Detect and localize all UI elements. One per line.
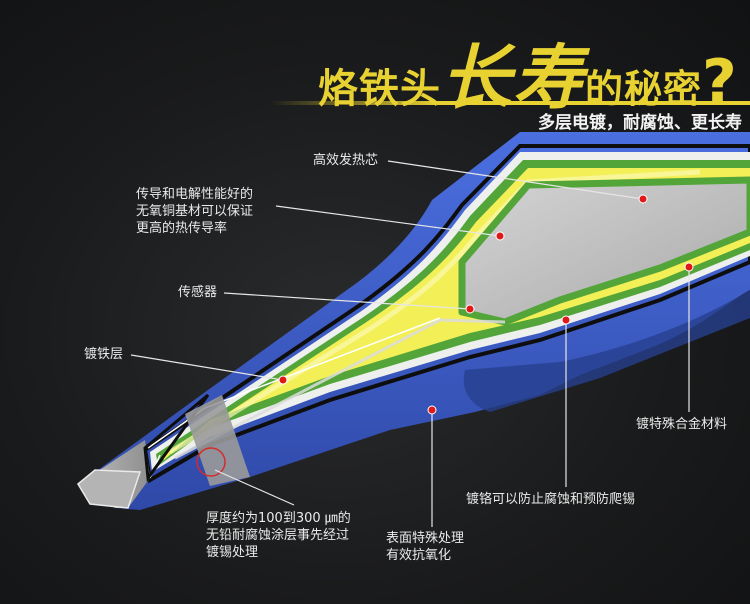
pointer-dot-surface-treatment [427, 405, 437, 415]
sensor-tube [174, 318, 506, 460]
pointer-dot-copper-base [495, 231, 505, 241]
black-outline-layer [142, 144, 750, 484]
page-title: 烙铁头长寿的秘密? [318, 22, 737, 123]
pointer-dot-iron-layer [278, 375, 288, 385]
pointer-dot-heating-core [638, 194, 648, 204]
label-surface-treatment: 表面特殊处理 有效抗氧化 [386, 531, 465, 563]
title-question-mark: ? [702, 47, 737, 117]
title-part-2: 长寿 [441, 37, 585, 119]
label-heating-core: 高效发热芯 [313, 153, 379, 168]
thickness-highlight-circle [196, 447, 226, 477]
leader-thickness [214, 469, 295, 506]
leader-copper-base [275, 205, 501, 237]
shell-shading [463, 290, 750, 412]
leader-sensor [223, 292, 471, 310]
tip-grey-band [185, 395, 250, 486]
label-thickness-note: 厚度约为100到300 ㎛的 无铅耐腐蚀涂层事先经过 镀锡处理 [206, 511, 351, 560]
page-subtitle: 多层电镀，耐腐蚀、更长寿 [538, 113, 742, 133]
label-sensor: 传感器 [178, 285, 218, 300]
title-underline [270, 101, 750, 105]
heating-core [458, 176, 750, 326]
pointer-dot-sensor [465, 304, 475, 314]
label-copper-base: 传导和电解性能好的 无氧铜基材可以保证 更高的热传导率 [136, 187, 254, 236]
leader-heating-core [387, 160, 644, 200]
label-chrome-layer: 镀铬可以防止腐蚀和预防爬锡 [466, 492, 636, 507]
pointer-dot-alloy-layer [684, 262, 694, 272]
pointer-dot-chrome-layer [561, 315, 571, 325]
copper-highlight [168, 169, 701, 455]
label-iron-layer: 镀铁层 [84, 347, 124, 362]
leader-iron-layer [130, 354, 284, 381]
label-alloy-layer: 镀特殊合金材料 [636, 417, 728, 432]
tip-chisel-face [77, 469, 142, 509]
tip-black-outline [143, 393, 210, 483]
